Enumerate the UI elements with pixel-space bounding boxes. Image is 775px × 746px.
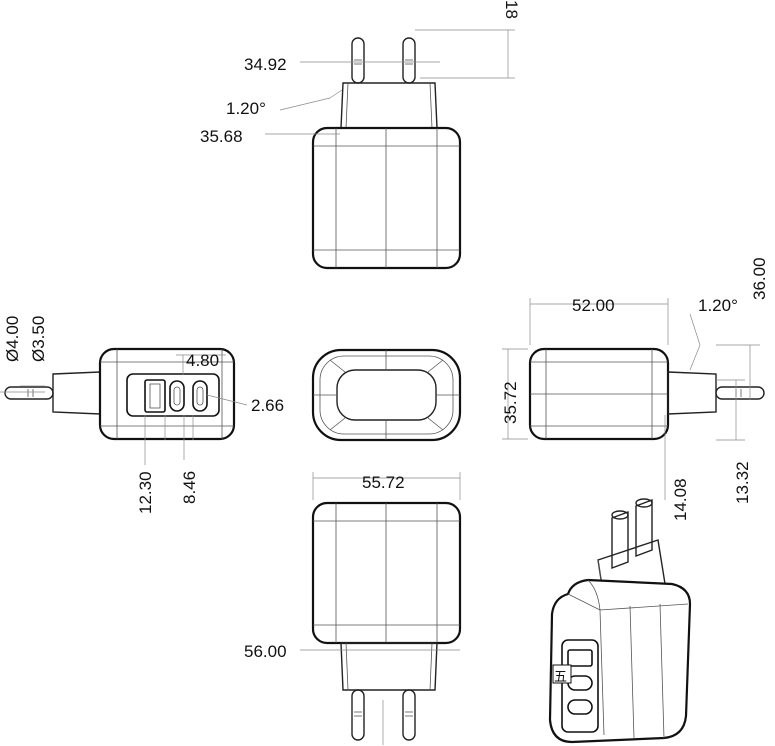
dim-pin-height-top: 18 — [502, 0, 521, 19]
dim-overall-height: 36.00 — [750, 257, 769, 300]
dim-pin-length: 14.08 — [671, 478, 690, 521]
dim-pin-spacing: 34.92 — [244, 55, 287, 74]
usb-c-port-1 — [169, 380, 185, 412]
dim-port-spacing: 4.80 — [186, 351, 219, 370]
dim-pin-dia-inner: Ø3.50 — [29, 316, 48, 362]
top-view — [265, 29, 515, 270]
dim-pin-dia-outer: Ø4.00 — [3, 316, 22, 362]
dim-base-width: 35.68 — [200, 127, 243, 146]
dim-usb-c-width: 8.46 — [180, 471, 199, 504]
usb-c-port-2 — [192, 380, 208, 412]
dim-overall-width: 56.00 — [244, 642, 287, 661]
bottom-view — [300, 472, 462, 745]
dim-body-depth: 52.00 — [572, 296, 615, 315]
usb-a-port — [144, 379, 166, 413]
dim-usb-a-width: 12.30 — [136, 471, 155, 514]
isometric-view — [548, 498, 692, 744]
dim-pin-base: 13.32 — [733, 461, 752, 504]
dim-body-width-bottom: 55.72 — [362, 473, 405, 492]
dim-pin-angle-top: 1.20° — [226, 99, 266, 118]
dimension-labels: 18 34.92 1.20° 35.68 Ø4.00 Ø3.50 4.80 2.… — [3, 0, 769, 684]
iso-port-label: 五 — [554, 669, 567, 684]
right-view — [502, 298, 765, 500]
top-pin-left — [351, 37, 365, 84]
dim-body-height: 35.72 — [501, 381, 520, 424]
dim-port-offset: 2.66 — [251, 396, 284, 415]
left-view — [0, 347, 248, 465]
center-view — [311, 348, 462, 442]
dim-pin-angle-side: 1.20° — [698, 296, 738, 315]
top-pin-right — [402, 37, 416, 84]
